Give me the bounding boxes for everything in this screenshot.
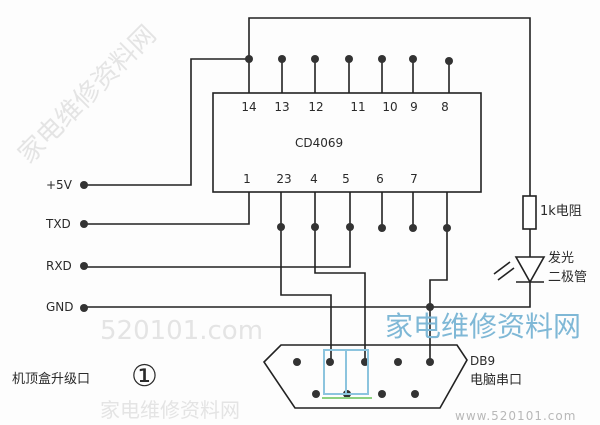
watermark-url: 520101.com [100, 316, 264, 346]
db9-label: DB9 [470, 354, 496, 368]
terminal-gnd-label: GND [46, 300, 74, 314]
figure-number: ① [131, 359, 158, 394]
wire-pin4 [314, 192, 366, 362]
wire-pin7 [429, 192, 448, 362]
db9-description: 电脑串口 [470, 373, 523, 388]
led-label-line2: 二极管 [548, 270, 588, 285]
wire-rxd [84, 192, 351, 268]
wire-vcc-rail [248, 17, 531, 224]
terminal-txd-label: TXD [46, 217, 71, 231]
watermark-logo [322, 349, 372, 399]
led-label-line1: 发光 [548, 251, 575, 266]
watermark-site-url: www.520101.com [455, 409, 577, 423]
pin-label: 8 [441, 100, 449, 114]
pin-label: 12 [308, 100, 324, 114]
ic-name: CD4069 [295, 136, 344, 150]
db9-connector [262, 344, 468, 409]
led [514, 256, 546, 284]
left-caption: 机顶盒升级口 [12, 372, 91, 387]
wire-pin23 [280, 192, 332, 362]
terminal-rxd-label: RXD [46, 259, 72, 273]
resistor-label: 1k电阻 [540, 204, 582, 219]
pin-label: 7 [410, 172, 418, 186]
pin-label: 5 [342, 172, 350, 186]
pin-label: 14 [241, 100, 257, 114]
watermark-site-name: 家电维修资料网 [385, 310, 582, 343]
pin-label: 6 [376, 172, 384, 186]
pin-label: 10 [382, 100, 398, 114]
pin-label: 1 [243, 172, 251, 186]
resistor [522, 195, 537, 230]
wire-5v [84, 58, 249, 186]
watermark-text: 家电维修资料网 [100, 398, 240, 422]
pin-label: 11 [350, 100, 366, 114]
wire-gnd [84, 282, 531, 308]
pin-label: 4 [310, 172, 318, 186]
pin-label: 13 [274, 100, 290, 114]
pin-label: 9 [410, 100, 418, 114]
pin-label: 23 [276, 172, 292, 186]
wire-txd [84, 192, 250, 225]
terminal-5v-label: +5V [46, 178, 72, 192]
pin-dots [80, 55, 453, 398]
ic-body [212, 92, 482, 193]
